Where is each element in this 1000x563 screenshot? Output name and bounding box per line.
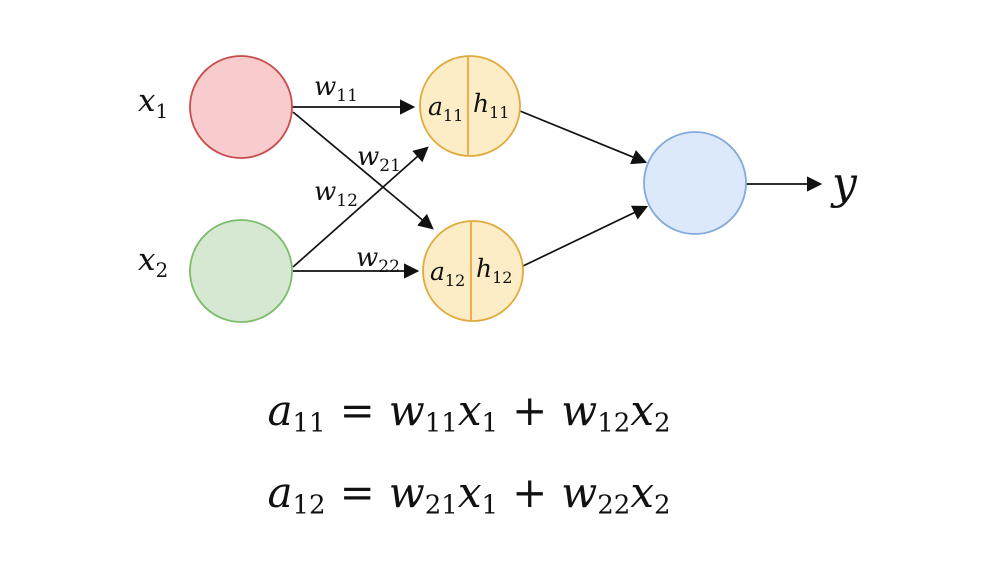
input-label-x1: x1	[138, 83, 168, 123]
output-label-y: y	[830, 158, 858, 209]
weight-label-w12: w12	[314, 177, 358, 211]
input-label-x2: x2	[138, 242, 168, 282]
hidden-node-2	[422, 220, 524, 322]
weight-label-w21: w21	[357, 142, 401, 176]
edge-x1-to-hidden2	[292, 111, 434, 230]
hidden2-h-label: h12	[476, 254, 512, 287]
weight-label-w11: w11	[314, 72, 358, 106]
hidden1-h-label: h11	[473, 89, 509, 122]
weight-label-w22: w22	[356, 243, 400, 277]
edge-hidden2-to-output	[522, 205, 649, 267]
edge-x2-to-hidden1	[292, 146, 429, 268]
output-node	[643, 131, 747, 235]
hidden-node-1	[419, 55, 521, 157]
input-node-x2	[189, 219, 293, 323]
edge-hidden1-to-output	[519, 110, 648, 165]
input-node-x1	[189, 55, 293, 159]
equation-a12: a12=w21x1+w22x2	[267, 468, 671, 521]
hidden1-a-label: a11	[428, 92, 463, 125]
equations-block: a11=w11x1+w12x2 a12=w21x1+w22x2	[0, 370, 938, 534]
equation-a11: a11=w11x1+w12x2	[267, 386, 671, 439]
hidden2-a-label: a12	[430, 257, 465, 290]
network-diagram: x1 x2 w11 w21 w12 w22 a11 h11 a12 h12 y	[138, 55, 858, 323]
